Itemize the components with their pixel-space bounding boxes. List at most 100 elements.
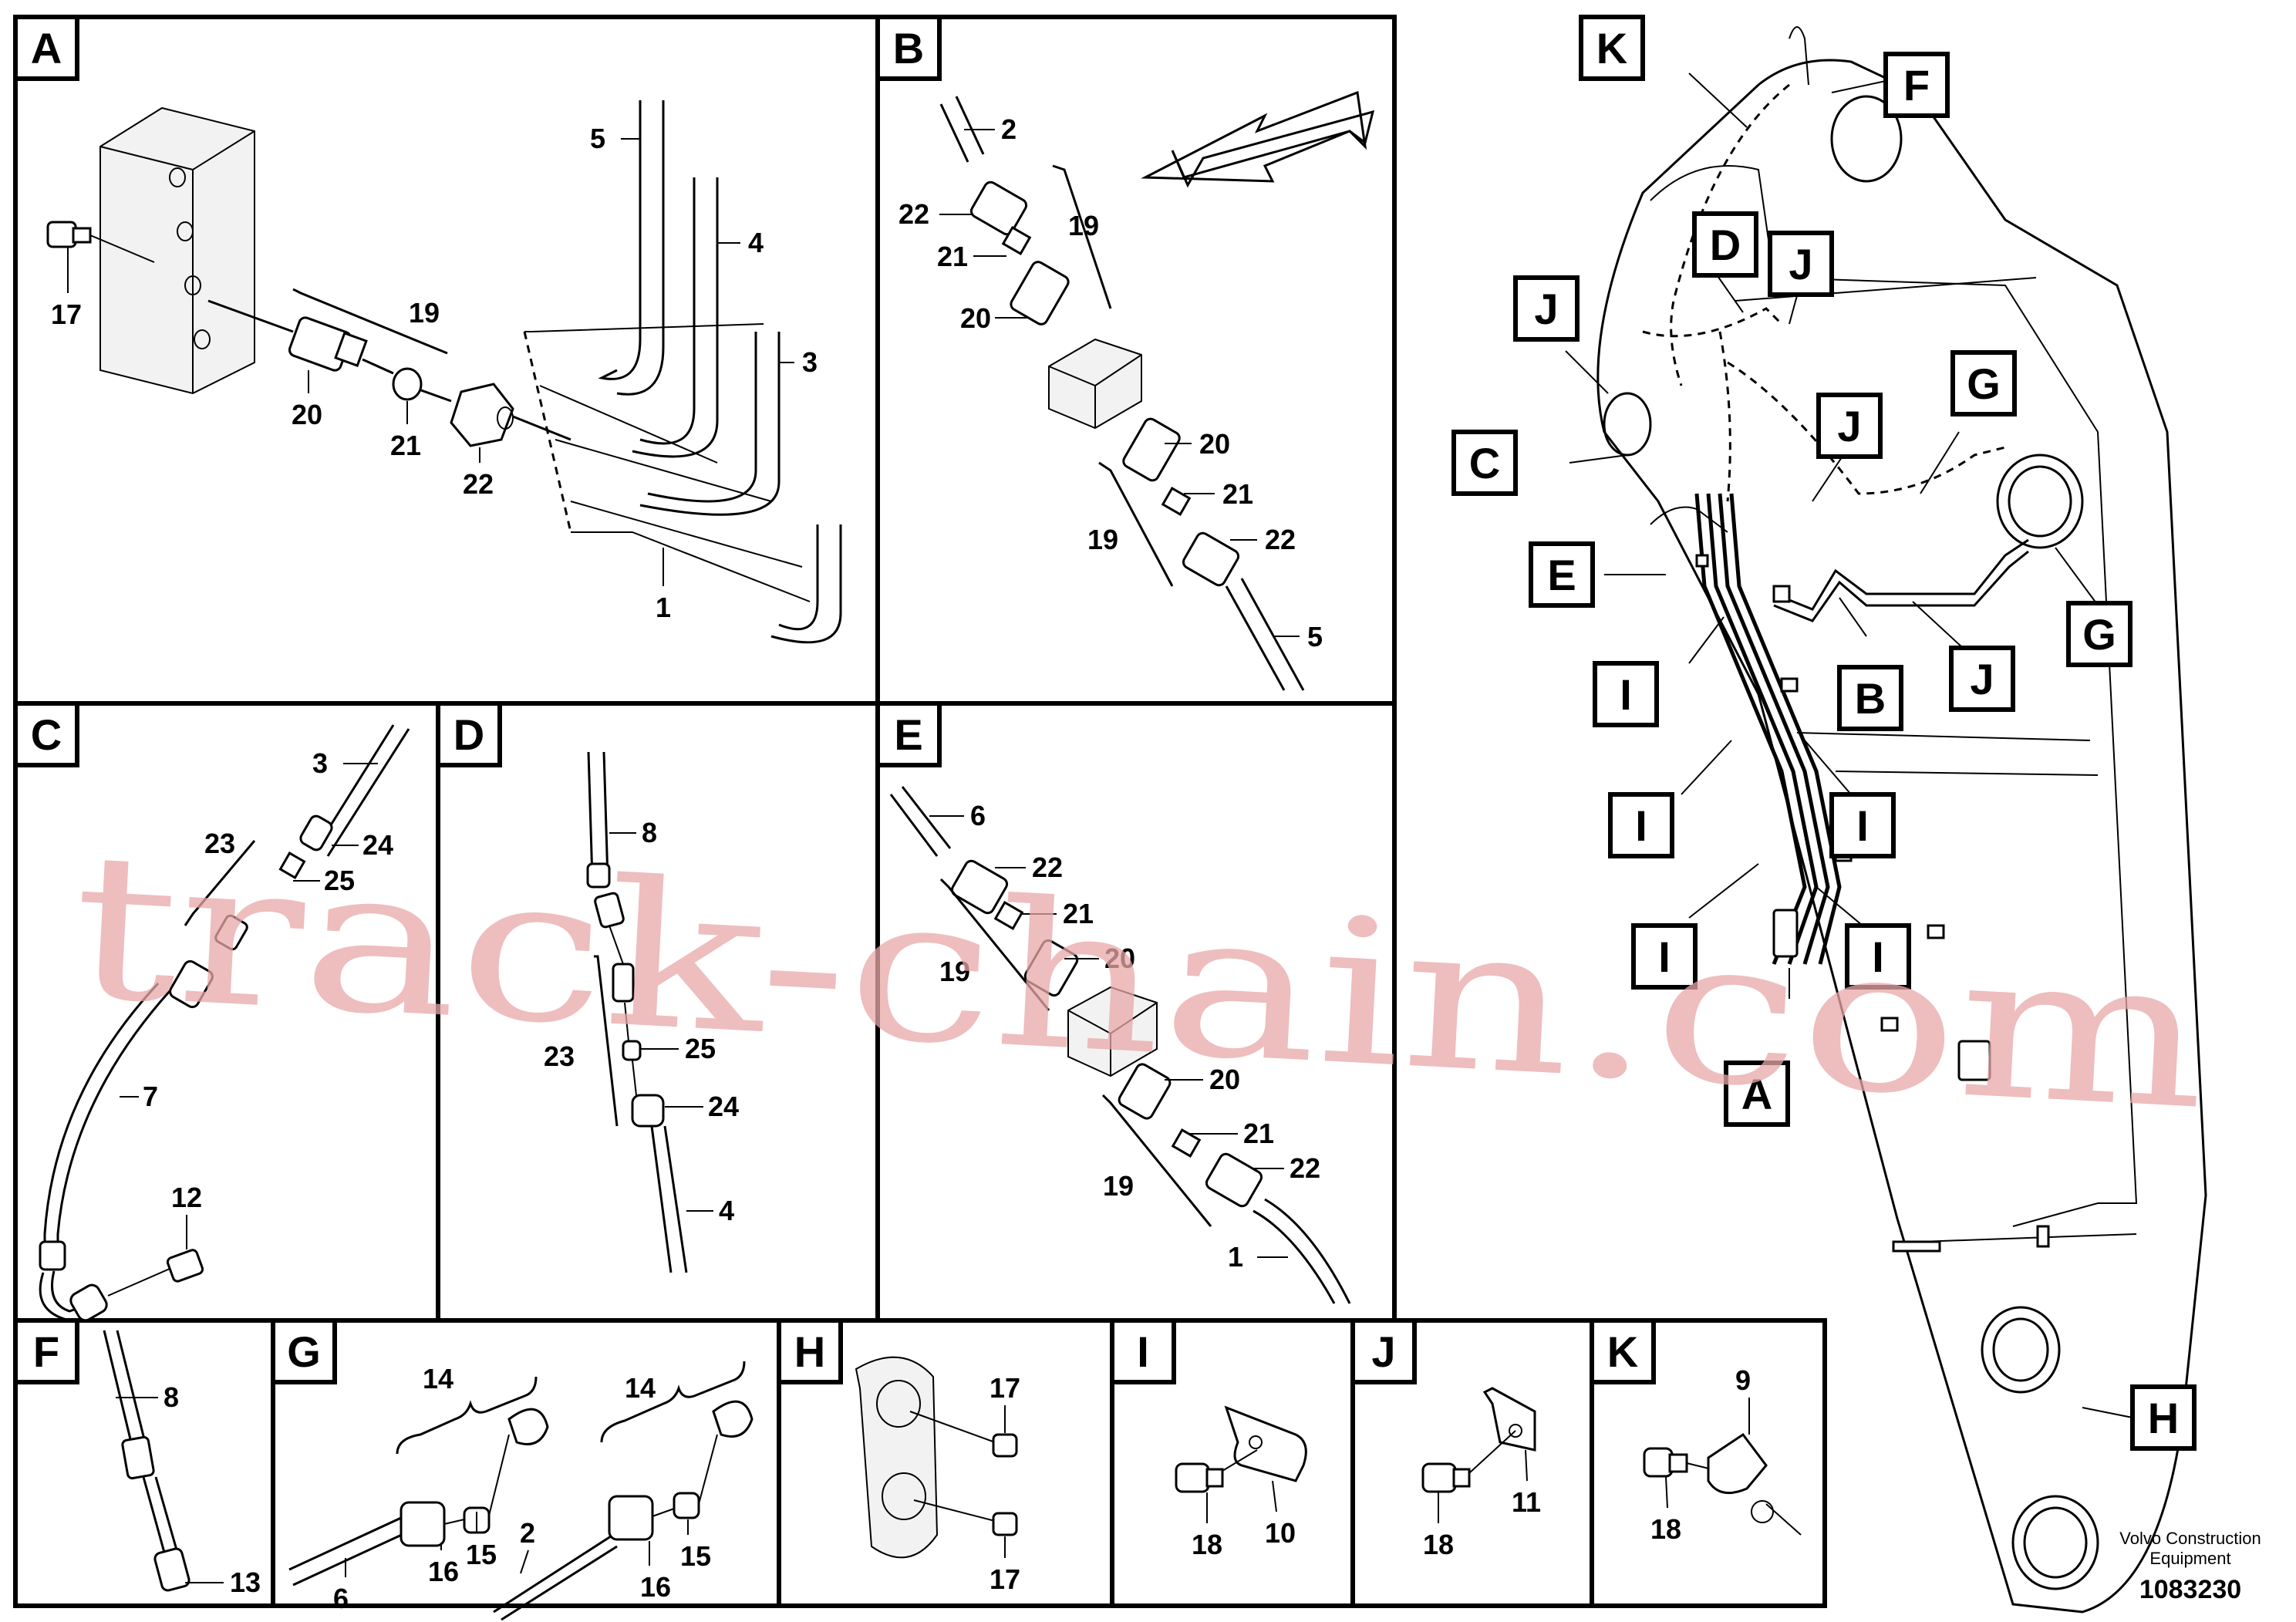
svg-text:11: 11 [1512, 1486, 1541, 1518]
svg-text:12: 12 [171, 1182, 202, 1213]
svg-text:17: 17 [51, 298, 82, 330]
panel-B-drawing [939, 90, 1375, 691]
svg-text:G: G [2082, 610, 2116, 659]
svg-text:A: A [31, 24, 62, 73]
svg-text:K: K [1607, 1327, 1638, 1376]
panel-I-drawing [1175, 1405, 1307, 1493]
svg-text:18: 18 [1650, 1513, 1681, 1545]
overview-label-I-3: I [1829, 792, 1896, 858]
overview-label-J-4: J [1949, 646, 2015, 712]
svg-text:I: I [1872, 932, 1884, 981]
svg-text:19: 19 [1087, 524, 1118, 555]
svg-text:16: 16 [640, 1571, 671, 1603]
overview-label-J-3: J [1816, 393, 1883, 459]
panel-E-callouts: 6 22 21 20 19 20 21 22 19 1 [929, 800, 1320, 1273]
svg-text:24: 24 [708, 1091, 739, 1122]
svg-text:4: 4 [719, 1195, 734, 1226]
panel-C-callouts: 3 23 24 25 7 12 [120, 747, 393, 1249]
svg-text:B: B [1855, 674, 1886, 723]
svg-text:1: 1 [656, 592, 671, 623]
svg-text:24: 24 [362, 829, 393, 861]
svg-text:G: G [1967, 359, 2001, 408]
svg-text:H: H [2148, 1394, 2179, 1442]
svg-text:B: B [893, 24, 924, 73]
svg-text:10: 10 [1265, 1517, 1296, 1549]
overview-leaders [1565, 73, 2133, 1418]
svg-text:K: K [1596, 24, 1627, 73]
svg-text:22: 22 [1032, 851, 1063, 883]
panel-H-drawing [855, 1356, 1018, 1559]
company-name-line2: Equipment [2149, 1549, 2230, 1568]
svg-text:I: I [1635, 801, 1647, 850]
svg-text:22: 22 [1290, 1152, 1320, 1184]
svg-text:21: 21 [1063, 898, 1094, 929]
panel-B-callouts: 2 22 19 21 20 20 21 19 22 5 [899, 113, 1323, 653]
svg-text:18: 18 [1192, 1529, 1222, 1560]
svg-text:2: 2 [520, 1517, 535, 1549]
svg-text:20: 20 [1199, 428, 1230, 460]
panel-letter-G: G [271, 1318, 337, 1384]
svg-text:22: 22 [1265, 524, 1296, 555]
svg-text:19: 19 [409, 297, 440, 329]
svg-text:18: 18 [1423, 1529, 1454, 1560]
svg-text:I: I [1658, 932, 1671, 981]
svg-text:13: 13 [230, 1566, 261, 1598]
svg-text:19: 19 [1103, 1170, 1134, 1202]
svg-text:14: 14 [625, 1372, 656, 1404]
svg-text:A: A [1741, 1070, 1772, 1118]
panel-letter-H: H [777, 1318, 843, 1384]
panel-letter-B: B [875, 15, 942, 81]
panel-letter-I: I [1110, 1318, 1176, 1384]
svg-text:C: C [1469, 439, 1500, 487]
svg-text:21: 21 [1243, 1118, 1274, 1149]
panel-letter-K: K [1590, 1318, 1656, 1384]
svg-text:9: 9 [1735, 1364, 1751, 1396]
svg-text:I: I [1856, 801, 1869, 850]
overview-label-I-1: I [1593, 661, 1659, 727]
svg-text:16: 16 [428, 1556, 459, 1587]
overview-label-J-1: J [1768, 231, 1834, 297]
panel-letter-A: A [13, 15, 79, 81]
svg-text:6: 6 [970, 800, 986, 831]
svg-text:C: C [31, 710, 62, 759]
panel-D-drawing [586, 751, 688, 1273]
svg-text:25: 25 [324, 865, 355, 896]
svg-text:21: 21 [1222, 478, 1253, 510]
svg-text:23: 23 [204, 828, 235, 859]
overview-label-K: K [1579, 15, 1645, 81]
panel-G-callouts: 14 14 15 2 6 16 16 15 [333, 1363, 711, 1614]
panel-F-callouts: 8 13 [116, 1381, 261, 1598]
panel-letter-J: J [1350, 1318, 1417, 1384]
overview-label-A: A [1724, 1061, 1790, 1127]
svg-text:J: J [1970, 655, 1994, 703]
company-name-line1: Volvo Construction [2119, 1529, 2261, 1548]
panel-E-drawing [889, 786, 1351, 1304]
svg-text:22: 22 [899, 198, 929, 230]
svg-text:G: G [287, 1327, 321, 1376]
panel-C-drawing [39, 724, 410, 1322]
svg-text:J: J [1837, 402, 1861, 450]
panel-J-drawing [1421, 1387, 1536, 1493]
svg-text:F: F [1903, 61, 1930, 110]
panel-I-callouts: 10 18 [1192, 1480, 1296, 1560]
svg-text:5: 5 [1307, 621, 1323, 653]
overview-label-G-2: G [2066, 601, 2132, 667]
overview-label-I-5: I [1845, 923, 1911, 990]
overview-label-C: C [1451, 430, 1518, 496]
svg-text:2: 2 [1001, 113, 1017, 145]
panel-F-drawing [103, 1330, 190, 1592]
overview-label-I-2: I [1608, 792, 1674, 858]
overview-label-H: H [2130, 1384, 2197, 1451]
svg-text:14: 14 [423, 1363, 453, 1394]
svg-text:20: 20 [292, 399, 322, 430]
overview-label-B: B [1837, 665, 1903, 731]
svg-text:15: 15 [466, 1539, 497, 1570]
panel-H-callouts: 17 17 [990, 1372, 1020, 1595]
panel-letter-C: C [13, 701, 79, 767]
overview-label-F: F [1883, 52, 1950, 118]
svg-text:E: E [894, 710, 922, 759]
svg-text:20: 20 [1209, 1064, 1240, 1095]
overview-label-J-2: J [1513, 275, 1580, 342]
boom-overview-drawing [1596, 26, 2207, 1614]
panel-letter-D: D [436, 701, 502, 767]
